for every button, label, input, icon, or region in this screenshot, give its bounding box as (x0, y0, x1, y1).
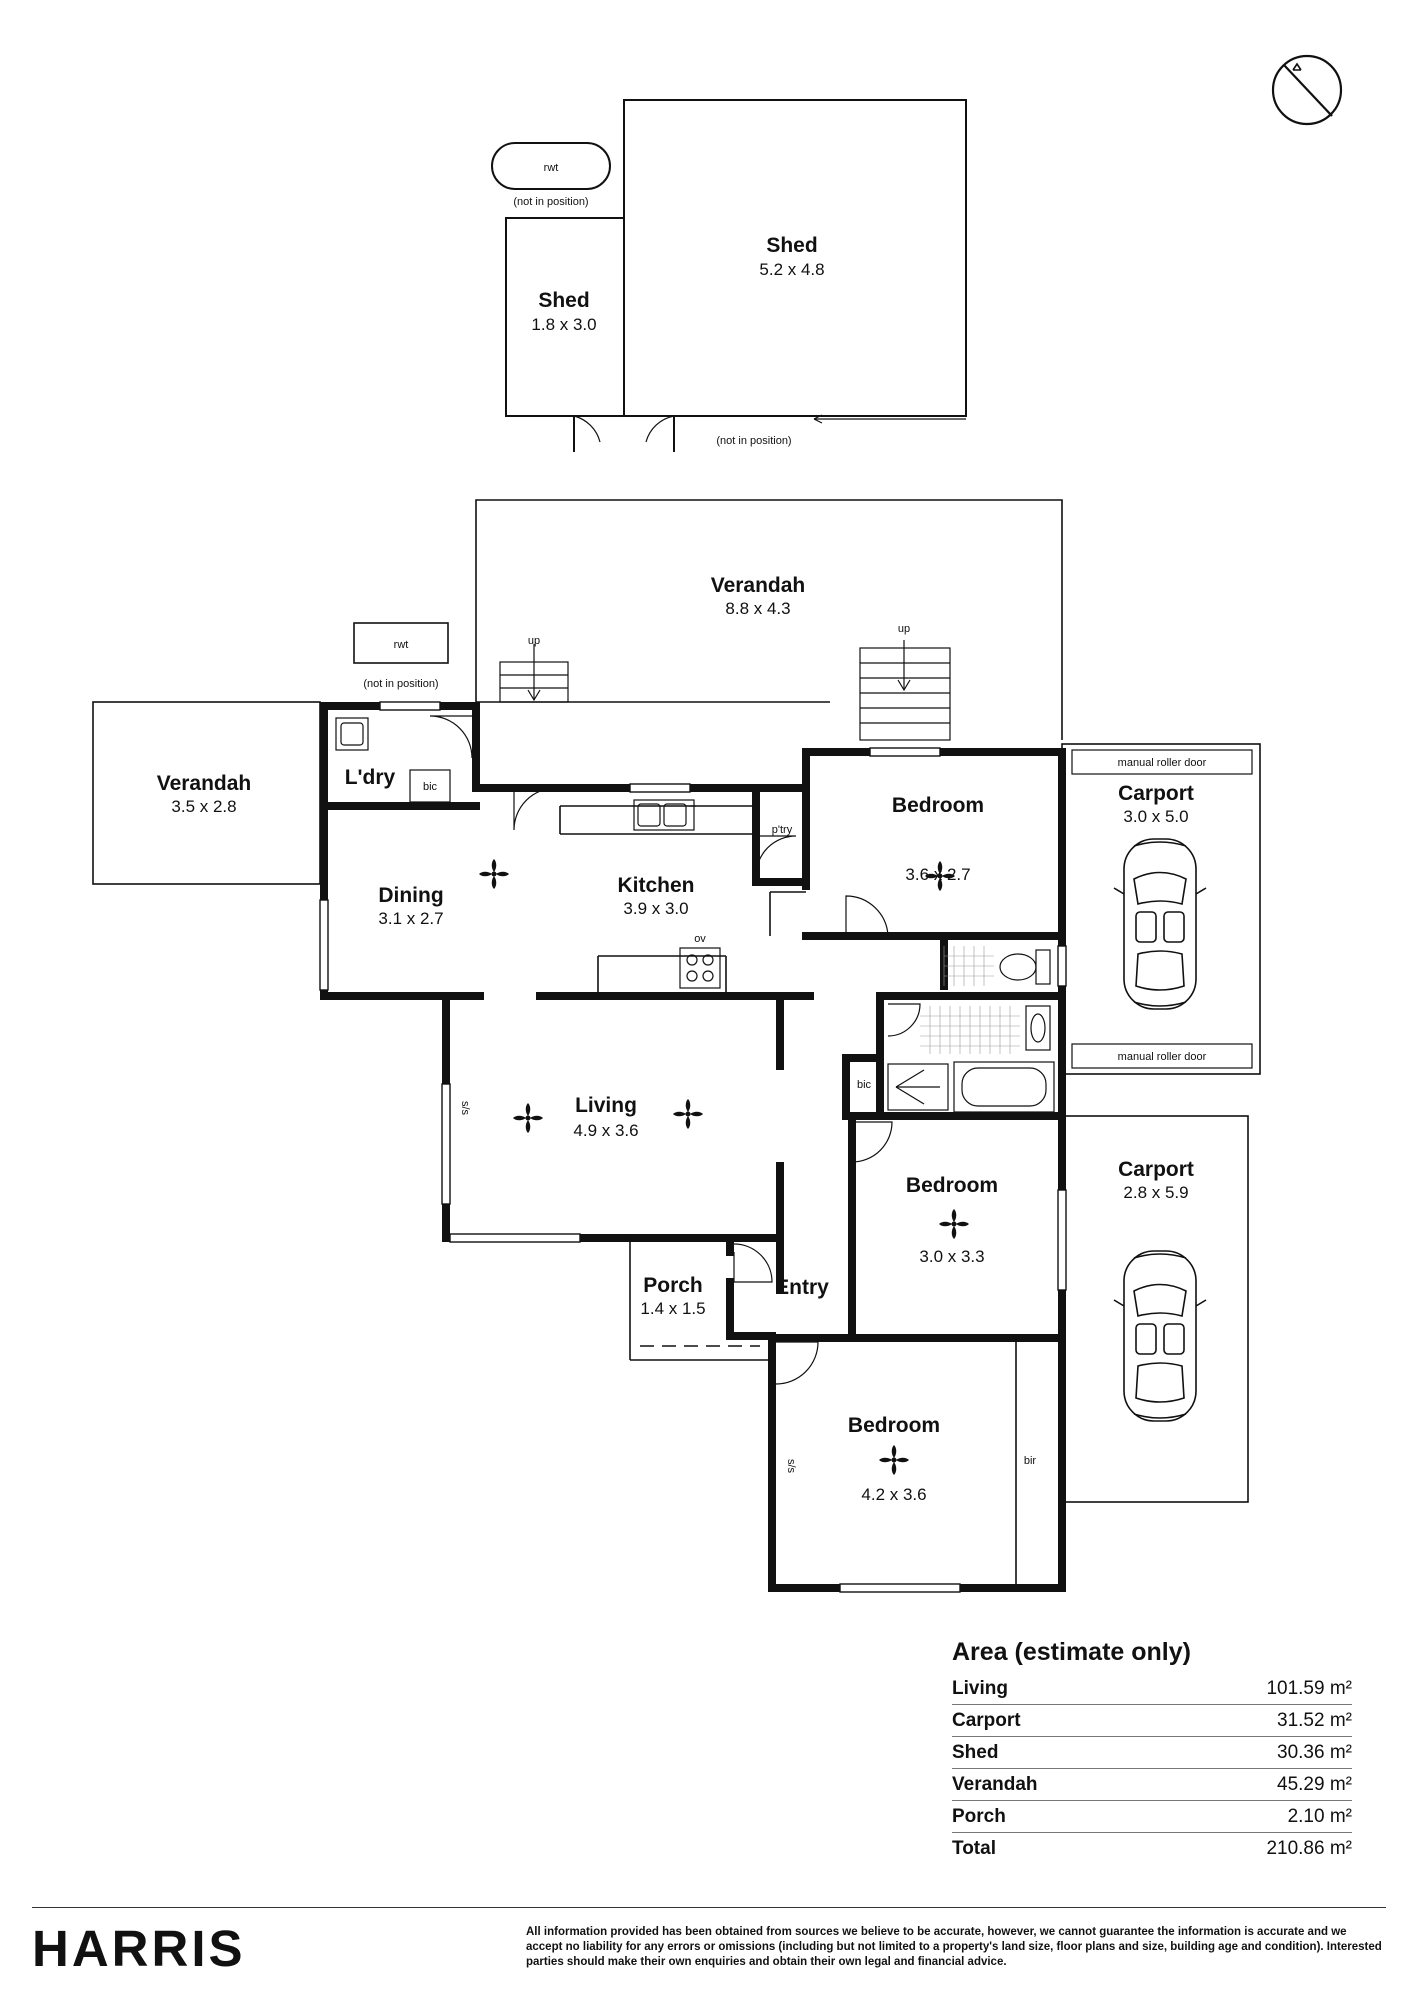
room-dim-carport-2: 2.8 x 5.9 (1123, 1183, 1188, 1202)
ceiling-fan-icon (673, 1099, 703, 1129)
roller-door-label: manual roller door (1118, 757, 1207, 769)
room-dim-bedroom-1: 3.6 x 2.7 (905, 865, 970, 884)
rwt-label: rwt (394, 639, 409, 651)
room-dim-carport-1: 3.0 x 5.0 (1123, 807, 1188, 826)
not-in-position-label: (not in position) (716, 435, 791, 447)
room-name-verandah-side: Verandah (157, 772, 252, 795)
room-dim-verandah-rear: 8.8 x 4.3 (725, 599, 790, 618)
steps-left (499, 644, 569, 703)
brand-logo: HARRIS (32, 1920, 246, 1977)
room-dim-shed-small: 1.8 x 3.0 (531, 315, 596, 334)
bic-label: bic (857, 1079, 872, 1091)
bir-label: bir (1024, 1455, 1037, 1467)
room-dim-kitchen: 3.9 x 3.0 (623, 899, 688, 918)
disclaimer-text: All information provided has been obtain… (526, 1926, 1382, 1968)
house-walls (320, 702, 1066, 1592)
ceiling-fan-icon (939, 1209, 969, 1239)
room-name-entry: Entry (775, 1276, 829, 1299)
up-label: up (898, 623, 910, 635)
room-name-shed-large: Shed (766, 234, 817, 257)
oven-label: ov (694, 933, 706, 945)
shower-icon (887, 1003, 949, 1111)
room-dim-living: 4.9 x 3.6 (573, 1121, 638, 1140)
ceiling-fan-icon (479, 859, 509, 889)
area-title: Area (estimate only) (952, 1638, 1191, 1666)
room-name-laundry: L'dry (345, 766, 396, 789)
north-arrow-icon (1271, 54, 1343, 126)
car-icon (1113, 838, 1207, 1010)
rwt-label: rwt (544, 162, 559, 174)
not-in-position-label: (not in position) (363, 678, 438, 690)
room-name-carport-1: Carport (1118, 782, 1194, 805)
room-name-dining: Dining (378, 884, 443, 907)
room-dim-bedroom-2: 3.0 x 3.3 (919, 1247, 984, 1266)
ss-label: s/s (459, 1101, 471, 1116)
room-name-living: Living (575, 1094, 637, 1117)
room-dim-dining: 3.1 x 2.7 (378, 909, 443, 928)
stove-icon (679, 947, 721, 989)
not-in-position-label: (not in position) (513, 196, 588, 208)
room-name-shed-small: Shed (538, 289, 589, 312)
room-dim-bedroom-3: 4.2 x 3.6 (861, 1485, 926, 1504)
bath-icon (953, 1005, 1055, 1113)
room-name-bedroom-1: Bedroom (892, 794, 984, 817)
ceiling-fan-icon (513, 1103, 543, 1133)
room-name-bedroom-2: Bedroom (906, 1174, 998, 1197)
ss-label: s/s (785, 1459, 797, 1474)
room-dim-porch: 1.4 x 1.5 (640, 1299, 705, 1318)
steps-right (859, 640, 951, 741)
car-icon (1113, 1250, 1207, 1422)
room-dim-shed-large: 5.2 x 4.8 (759, 260, 824, 279)
room-name-bedroom-3: Bedroom (848, 1414, 940, 1437)
room-dim-verandah-side: 3.5 x 2.8 (171, 797, 236, 816)
toilet-icon (999, 949, 1051, 985)
room-name-kitchen: Kitchen (617, 874, 694, 897)
room-name-porch: Porch (643, 1274, 703, 1297)
shed-area (491, 99, 967, 452)
bic-label: bic (423, 781, 438, 793)
room-name-verandah-rear: Verandah (711, 574, 806, 597)
roller-door-label: manual roller door (1118, 1051, 1207, 1063)
ceiling-fan-icon (879, 1445, 909, 1475)
room-name-carport-2: Carport (1118, 1158, 1194, 1181)
verandah-rear-outline (475, 499, 1063, 740)
sink-icon (335, 717, 696, 831)
up-label: up (528, 635, 540, 647)
footer-divider (32, 1907, 1386, 1908)
pantry-label: p'try (772, 824, 793, 836)
